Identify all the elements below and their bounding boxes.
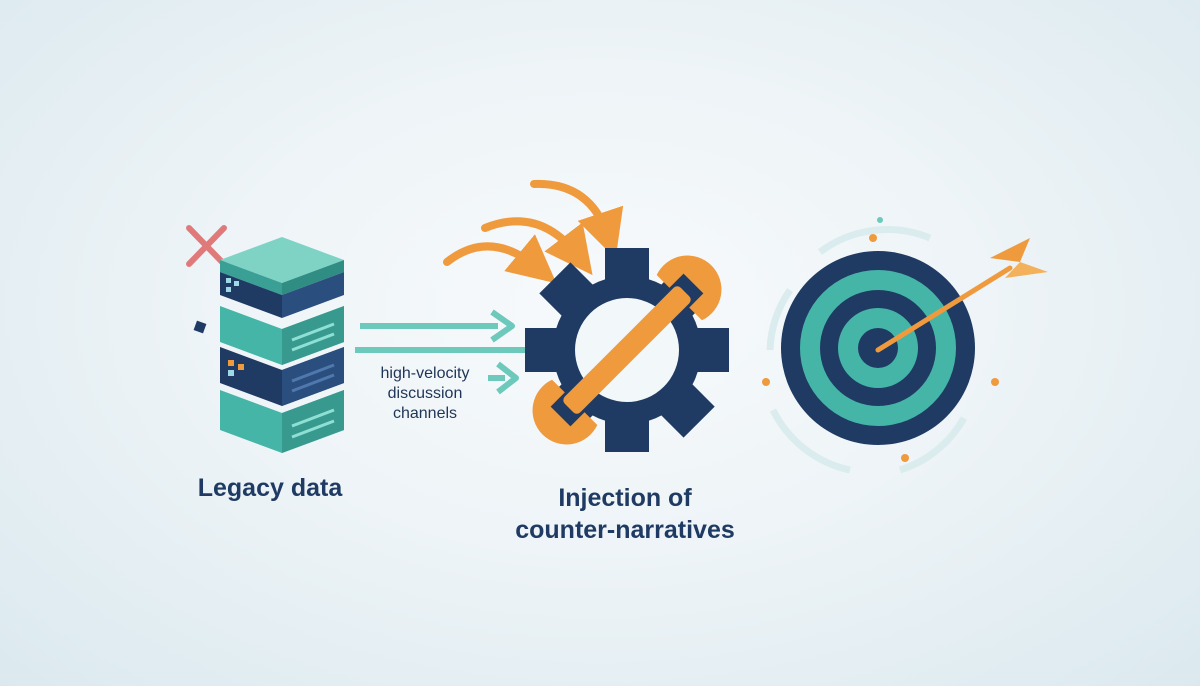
server-stack-icon — [193, 237, 344, 453]
channels-label: high-velocity discussion channels — [355, 364, 495, 424]
cross-icon — [186, 225, 227, 267]
injection-label-line-1: Injection of — [558, 484, 692, 512]
legacy-data-label: Legacy data — [197, 474, 343, 502]
injection-label-line-2: counter-narratives — [515, 516, 735, 544]
bullseye-target-icon — [762, 217, 1048, 474]
channels-label-line-2: discussion — [387, 385, 463, 402]
gear-wrench-icon — [525, 248, 729, 452]
orange-curved-arrows-icon — [443, 179, 624, 284]
channels-label-line-3: channels — [392, 405, 458, 422]
channels-label-line-1: high-velocity — [380, 365, 470, 382]
injection-label: Injection of counter-narratives — [470, 482, 780, 546]
